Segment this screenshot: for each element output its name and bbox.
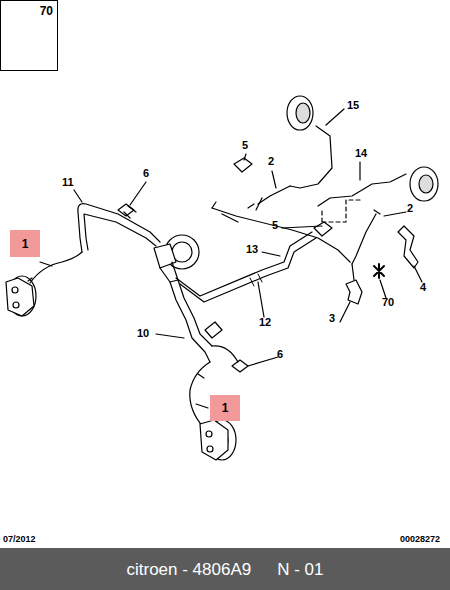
part-frame: 70 xyxy=(0,0,58,71)
callout-number: 6 xyxy=(277,349,283,360)
callout-number: 2 xyxy=(407,203,413,214)
callout-number: 1 xyxy=(22,238,29,250)
reference-text: N - 01 xyxy=(277,561,323,578)
callout-number: 14 xyxy=(355,148,367,159)
highlight-callout: 1 xyxy=(10,230,40,257)
reference-text: citroen - 4806A9 xyxy=(126,561,251,578)
callout-number: 11 xyxy=(62,177,74,188)
callout-number: 6 xyxy=(143,168,149,179)
callout-number: 1 xyxy=(222,402,229,414)
footer-text: 00028272 xyxy=(400,535,440,544)
callout-number: 2 xyxy=(268,156,274,167)
callout-number: 15 xyxy=(347,100,359,111)
callout-number: 70 xyxy=(382,297,394,308)
highlight-callout: 1 xyxy=(210,395,240,421)
callout-number: 13 xyxy=(246,244,258,255)
callout-number: 10 xyxy=(137,328,149,339)
callout-number: 70 xyxy=(40,5,53,17)
reference-bar: citroen - 4806A9 N - 01 xyxy=(0,548,450,590)
callout-number: 12 xyxy=(259,317,271,328)
footer-text: 07/2012 xyxy=(3,535,36,544)
callout-number: 4 xyxy=(420,282,426,293)
callout-number: 3 xyxy=(329,313,335,324)
callout-number: 5 xyxy=(242,140,248,151)
callout-number: 5 xyxy=(272,220,278,231)
